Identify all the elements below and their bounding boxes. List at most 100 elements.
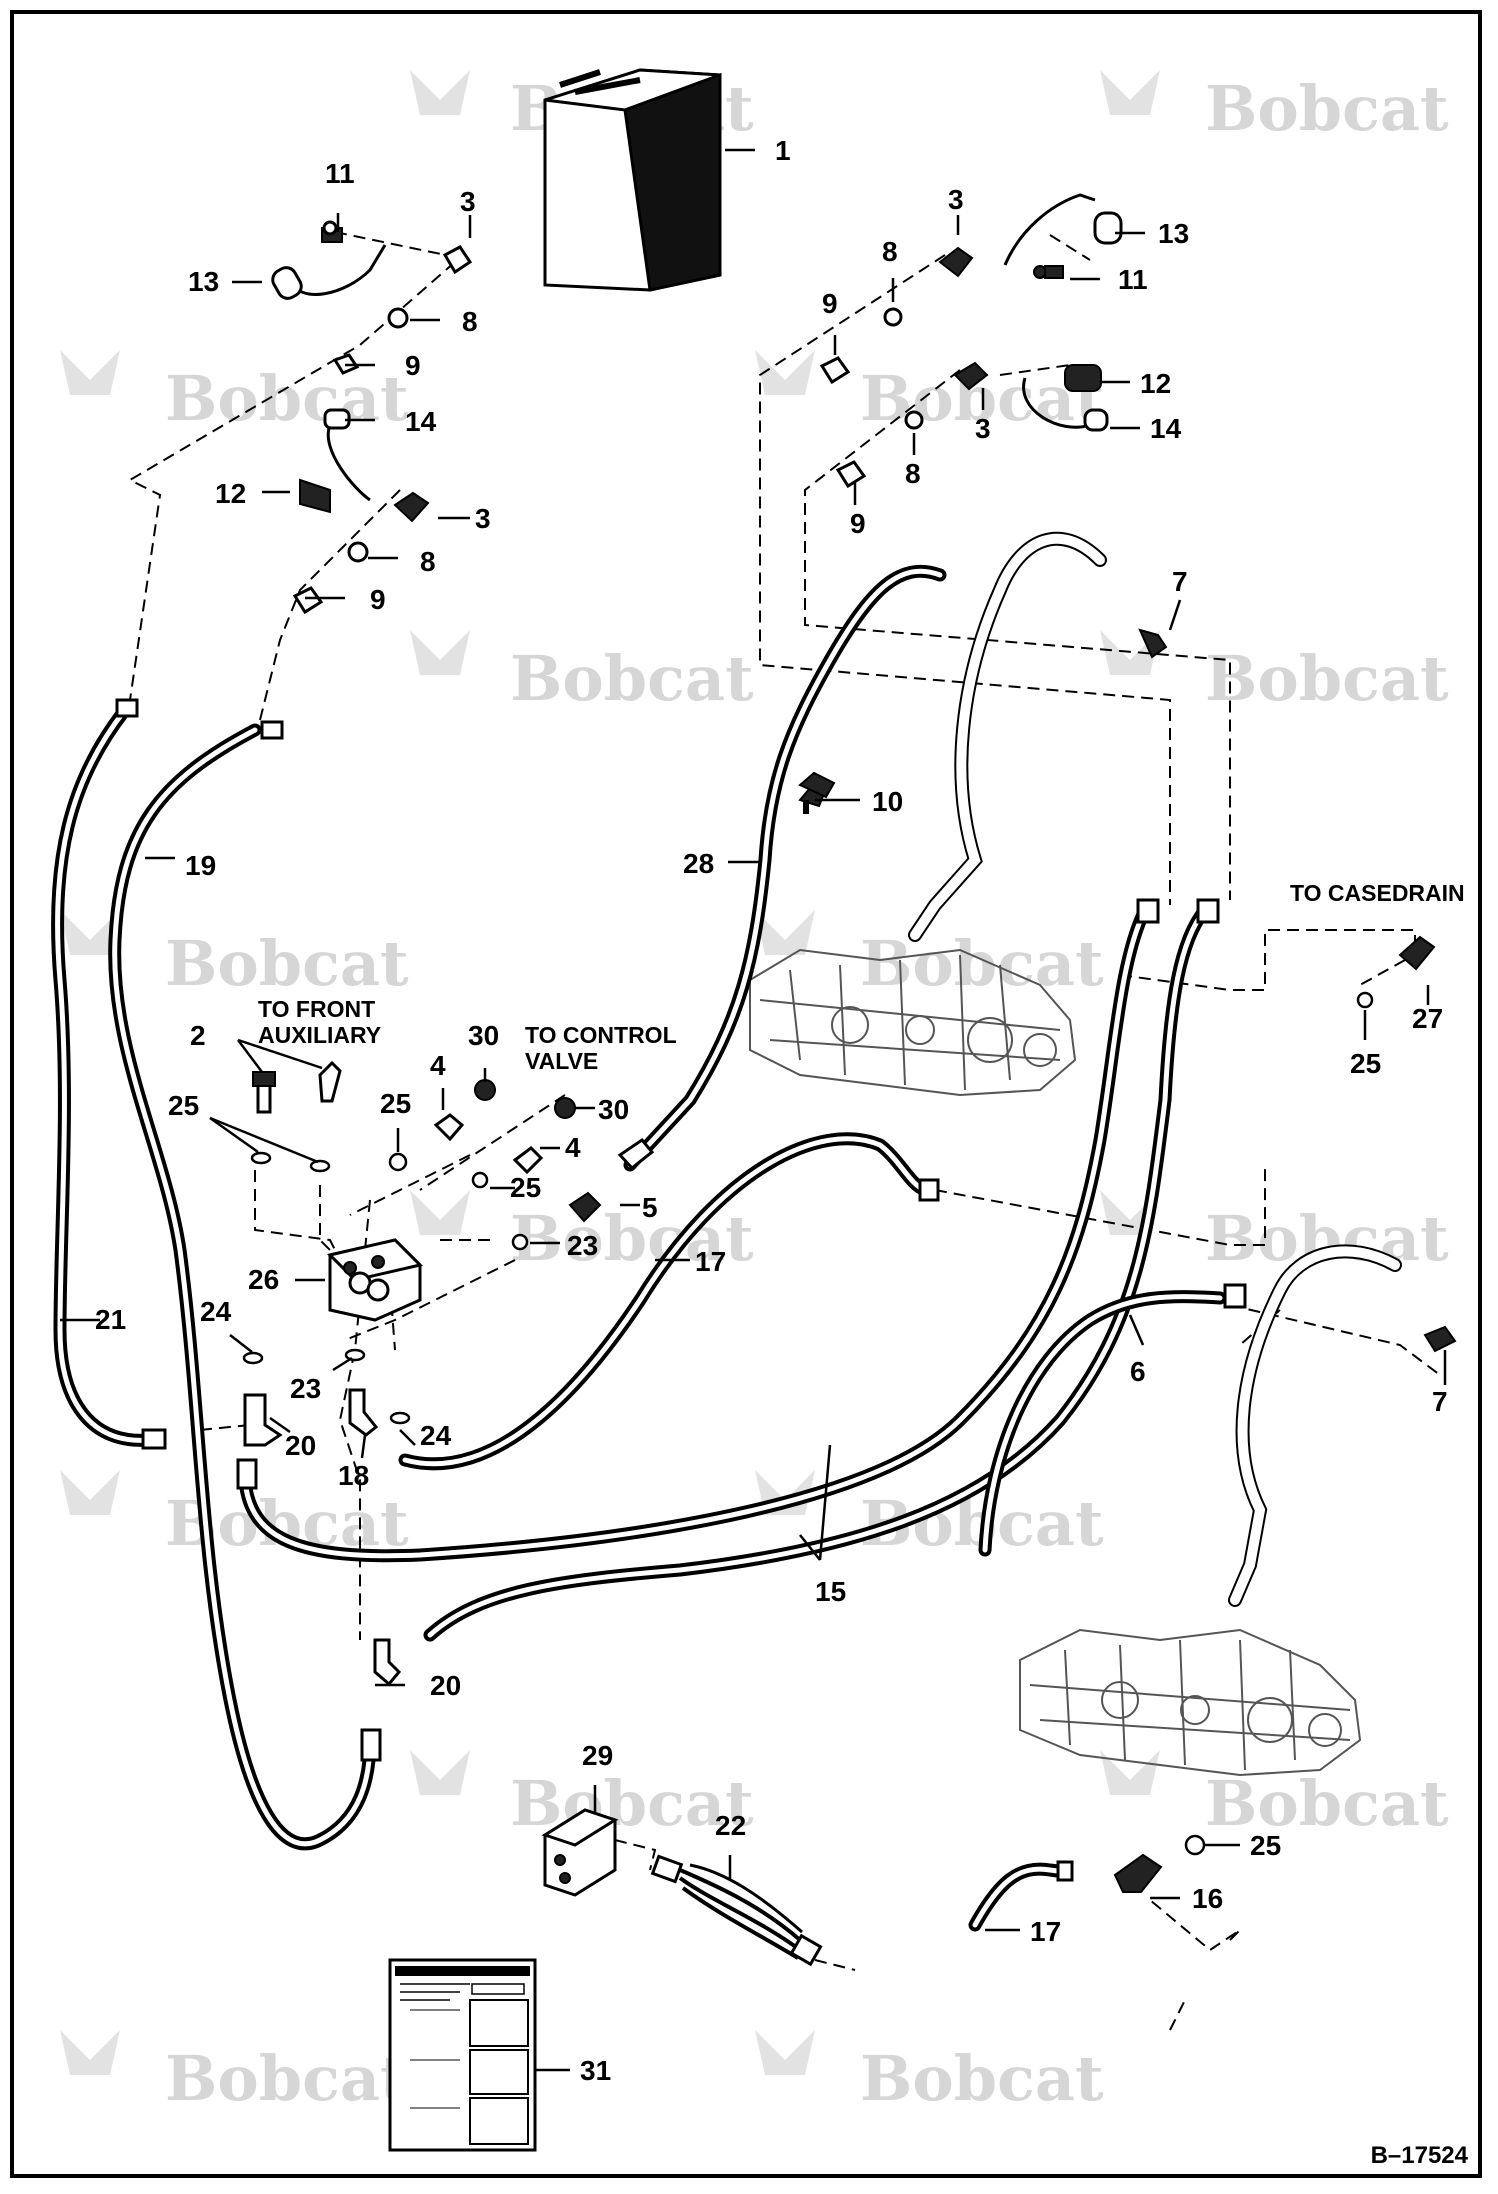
callout-9: 9 <box>370 584 386 615</box>
callout-4: 4 <box>430 1050 446 1081</box>
callout-25: 25 <box>168 1090 200 1121</box>
callout-14: 14 <box>1150 413 1182 444</box>
callout-16: 16 <box>1192 1883 1224 1914</box>
fittings-left-upper <box>271 220 473 615</box>
callout-24: 24 <box>420 1420 452 1451</box>
watermark-logo: Bobcat <box>755 2030 1104 2115</box>
callout-3: 3 <box>975 413 991 444</box>
hose-28 <box>623 564 947 1172</box>
callout-9: 9 <box>405 350 421 381</box>
callout-27: 27 <box>1412 1003 1444 1034</box>
callout-7: 7 <box>1432 1386 1448 1417</box>
callout-20: 20 <box>430 1670 462 1701</box>
svg-text:Bobcat: Bobcat <box>1205 1767 1449 1840</box>
note-to-casedrain: TO CASEDRAIN <box>1290 880 1465 906</box>
watermark-logo: Bobcat <box>60 910 409 1000</box>
callout-25: 25 <box>380 1088 412 1119</box>
fittings-mid <box>617 898 1457 1353</box>
watermark-logo: Bobcat <box>60 350 409 435</box>
callout-25: 25 <box>1350 1048 1382 1079</box>
svg-text:Bobcat: Bobcat <box>165 927 409 1000</box>
callout-6: 6 <box>1130 1356 1146 1387</box>
hose-7-ghost <box>908 531 1402 1607</box>
callout-13: 13 <box>1158 218 1190 249</box>
callout-30: 30 <box>468 1020 500 1051</box>
wire-harness-22 <box>650 1854 823 1967</box>
kit-box-part <box>543 68 722 292</box>
callout-4: 4 <box>565 1132 581 1163</box>
callout-8: 8 <box>882 236 898 267</box>
watermark-logo: Bobcat <box>1100 70 1449 145</box>
callout-15: 15 <box>815 1576 847 1607</box>
callout-12: 12 <box>215 478 247 509</box>
manifold-block-26 <box>327 1238 423 1322</box>
callout-26: 26 <box>248 1264 280 1295</box>
callout-3: 3 <box>460 186 476 217</box>
callout-8: 8 <box>905 458 921 489</box>
diagram-frame <box>10 10 1482 2178</box>
callout-22: 22 <box>715 1810 747 1841</box>
callout-25: 25 <box>1250 1830 1282 1861</box>
callout-19: 19 <box>185 850 217 881</box>
callout-28: 28 <box>683 848 715 879</box>
fittings-lower-right <box>1056 1834 1206 1893</box>
callout-20: 20 <box>285 1430 317 1461</box>
svg-text:Bobcat: Bobcat <box>1205 72 1449 145</box>
callout-21: 21 <box>95 1304 127 1335</box>
watermark-logo: Bobcat <box>60 2030 409 2115</box>
callout-25: 25 <box>510 1172 542 1203</box>
document-id: B–17524 <box>1370 2142 1468 2169</box>
watermark-logo: Bobcat <box>1100 630 1449 715</box>
svg-text:Bobcat: Bobcat <box>860 927 1104 1000</box>
callout-17: 17 <box>1030 1916 1062 1947</box>
pump-assembly-lower <box>1019 1628 1362 1777</box>
watermark-logo: Bobcat <box>1100 1750 1449 1840</box>
watermark-logo: Bobcat <box>410 1750 754 1840</box>
callout-11: 11 <box>1118 264 1148 295</box>
callout-13: 13 <box>188 266 220 297</box>
svg-text:Bobcat: Bobcat <box>165 2042 409 2115</box>
callout-12: 12 <box>1140 368 1172 399</box>
callout-2: 2 <box>190 1020 206 1051</box>
hose-6 <box>978 1290 1227 1557</box>
callout-11: 11 <box>325 158 355 189</box>
callout-18: 18 <box>338 1460 370 1491</box>
hose-17 <box>398 1132 932 1471</box>
control-module-29 <box>541 1808 619 1897</box>
callout-1: 1 <box>775 135 791 166</box>
note-to-control-valve: TO CONTROL VALVE <box>525 1022 677 1075</box>
callout-17: 17 <box>695 1246 727 1277</box>
svg-text:Bobcat: Bobcat <box>1205 1202 1449 1275</box>
pump-assembly-upper <box>749 948 1077 1097</box>
hose-17-lower <box>968 1862 1072 1932</box>
callout-14: 14 <box>405 406 437 437</box>
callout-24: 24 <box>200 1296 232 1327</box>
note-line: TO FRONT <box>258 996 376 1022</box>
callout-9: 9 <box>822 288 838 319</box>
callout-8: 8 <box>462 306 478 337</box>
callout-8: 8 <box>420 546 436 577</box>
callout-9: 9 <box>850 508 866 539</box>
elbow-part-10 <box>798 771 836 814</box>
svg-text:Bobcat: Bobcat <box>860 2042 1104 2115</box>
note-to-front-auxiliary: TO FRONT AUXILIARY <box>258 996 381 1049</box>
svg-text:Bobcat: Bobcat <box>510 1767 754 1840</box>
hose-21 <box>51 703 157 1447</box>
callout-10: 10 <box>872 786 904 817</box>
callout-30: 30 <box>598 1094 630 1125</box>
callout-3: 3 <box>475 503 491 534</box>
note-line: AUXILIARY <box>258 1022 382 1049</box>
callout-29: 29 <box>582 1740 614 1771</box>
callout-23: 23 <box>567 1230 599 1261</box>
svg-text:Bobcat: Bobcat <box>1205 642 1449 715</box>
note-line: TO CONTROL <box>525 1022 677 1048</box>
decal-sheet-31 <box>388 1958 537 2152</box>
callout-3: 3 <box>948 184 964 215</box>
hose-15-a <box>238 903 1152 1563</box>
svg-text:Bobcat: Bobcat <box>510 642 754 715</box>
callout-5: 5 <box>642 1192 658 1223</box>
hose-15-b <box>423 903 1212 1642</box>
note-line: VALVE <box>525 1048 599 1075</box>
hose-19 <box>108 723 377 1851</box>
